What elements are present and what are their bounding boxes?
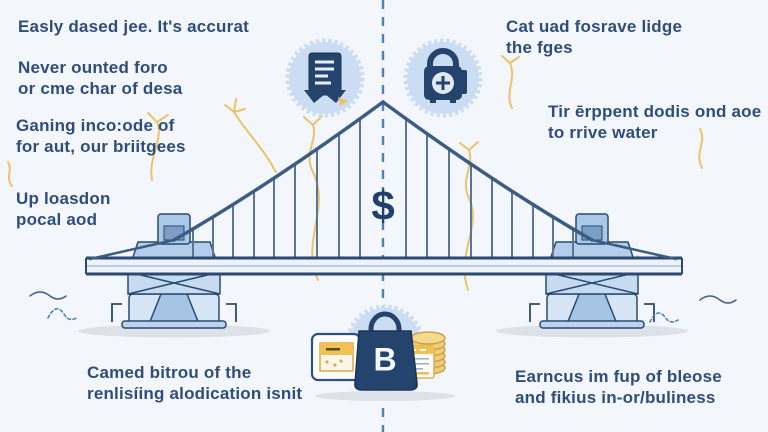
note-line: Cat uad fosrave lidge [506, 17, 683, 36]
note-line: to rrive water [548, 123, 658, 142]
note-mid-right: Tir ērppent dodis ond aoe to rrive water [548, 101, 761, 143]
note-line: Ganing inco:ode of [16, 116, 175, 135]
bag-letter: B [373, 341, 397, 378]
note-line: Camed bitrou of the [87, 363, 252, 382]
note-line: Easly dased jee. It's accurat [18, 17, 249, 36]
padlock-plus-badge-icon [403, 38, 483, 118]
note-line: or cme char of desa [18, 79, 183, 98]
note-lower-left: Up loasdon pocal aod [16, 188, 111, 230]
note-line: the fges [506, 38, 573, 57]
suspension-hangers [192, 118, 574, 258]
note-line: pocal aod [16, 210, 98, 229]
certificate-badge-icon [285, 38, 365, 118]
water-splash-icon [29, 291, 737, 323]
note-line: renlisíing alodication isnit [87, 384, 303, 403]
note-mid-left: Ganing inco:ode of for aut, our briitgee… [16, 115, 186, 157]
note-bottom-right: Earncus im fup of bleose and fikius in-o… [515, 366, 722, 408]
note-top-left: Easly dased jee. It's accurat [18, 16, 249, 37]
note-bottom-left: Camed bitrou of the renlisíing alodicati… [87, 362, 302, 404]
main-cables [88, 100, 678, 261]
shopping-bag-icon [354, 311, 418, 391]
bridge-deck [85, 256, 683, 276]
note-line: Tir ērppent dodis ond aoe [548, 102, 762, 121]
note-upper-left: Never ounted foro or cme char of desa [18, 57, 182, 99]
dollar-icon: $ [371, 182, 395, 229]
note-line: Up loasdon [16, 189, 111, 208]
note-line: Earncus im fup of bleose [515, 367, 722, 386]
note-line: and fikius in-or/buliness [515, 388, 716, 407]
note-line: for aut, our briitgees [16, 137, 186, 156]
browser-card-icon [310, 332, 362, 382]
note-top-right: Cat uad fosrave lidge the fges [506, 16, 682, 58]
note-line: Never ounted foro [18, 58, 168, 77]
